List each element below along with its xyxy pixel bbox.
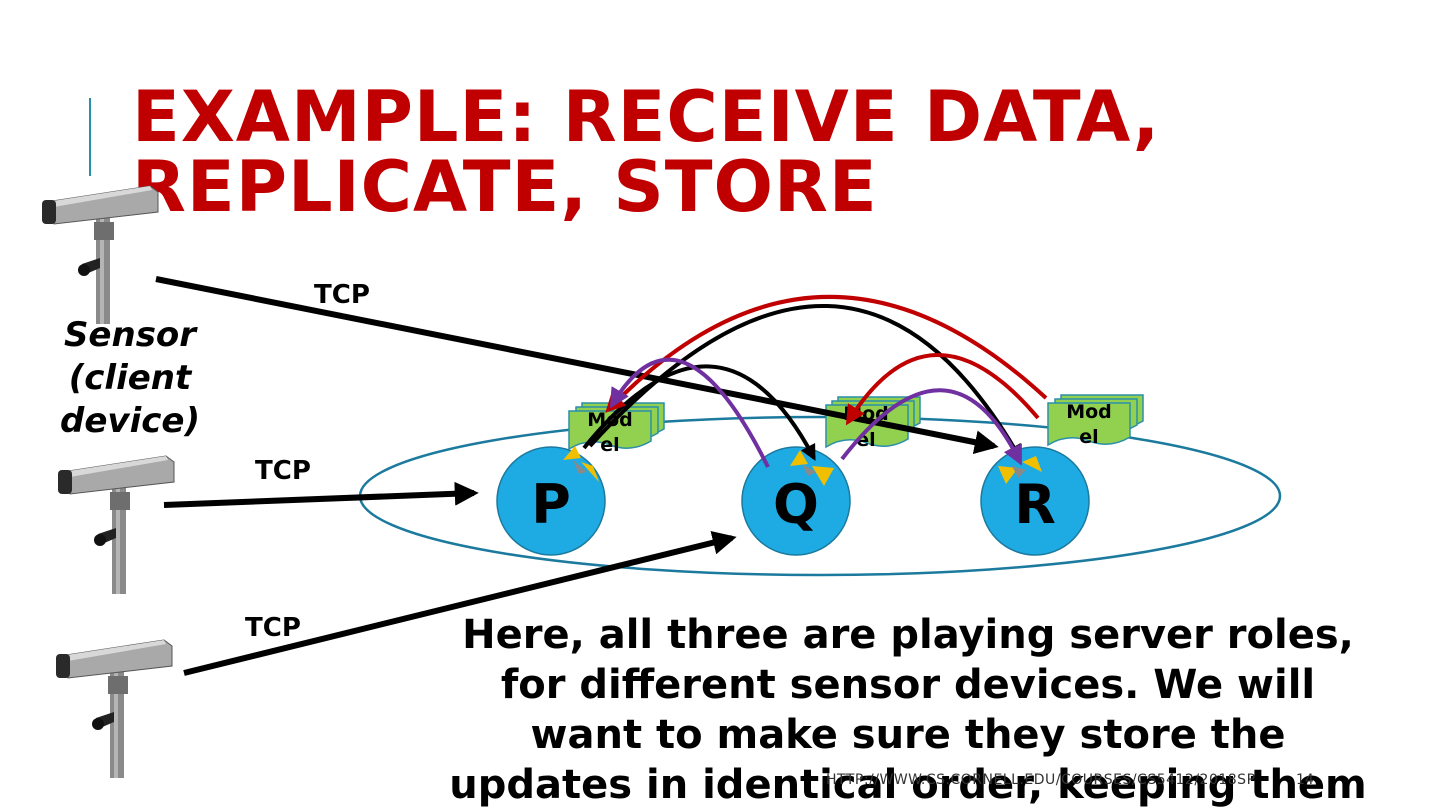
security-camera-icon [42,186,158,324]
caption-line: Here, all three are playing server roles… [418,610,1398,660]
page-number: 14 [1296,772,1314,788]
security-camera-icon [56,640,172,778]
sensor-label-line: Sensor [40,314,220,357]
sensor-label-line: device) [40,400,220,443]
tcp-arrow-to-p [164,493,474,505]
node-p: P [497,447,605,555]
node-label-r: R [1014,473,1056,536]
model-label-line-1: Mod [1066,401,1112,423]
model-stack-r: Mod el [1048,395,1143,448]
footer-url: HTTP://WWW.CS.CORNELL.EDU/COURSES/CS5412… [826,772,1256,788]
tcp-label: TCP [245,613,301,643]
node-label-q: Q [773,473,819,536]
tcp-label: TCP [255,456,311,486]
model-label-line-2: el [1079,426,1098,448]
sensor-label-line: (client [40,357,220,400]
tcp-label: TCP [314,280,370,310]
node-label-p: P [531,473,571,536]
model-label-line-2: el [600,434,619,456]
sensor-label: Sensor (client device) [40,314,220,443]
security-camera-icon [58,456,174,594]
caption-line: want to make sure they store the [418,710,1398,760]
caption-line: for different sensor devices. We will [418,660,1398,710]
replication-arrow-r-to-p [608,297,1046,410]
